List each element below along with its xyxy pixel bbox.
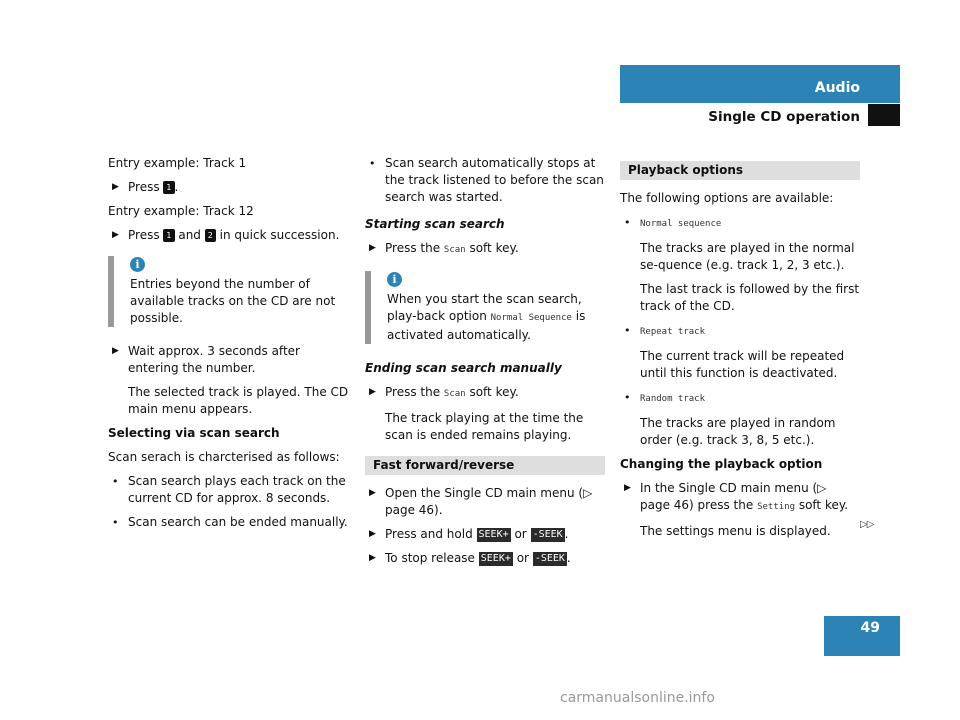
bullet-icon: •: [112, 516, 119, 529]
seek-forward-icon: SEEK+: [478, 551, 513, 566]
page-number: 49: [860, 620, 880, 636]
option-description: The last track is followed by the first …: [640, 282, 860, 313]
step-arrow-icon: ▶: [369, 553, 376, 563]
key-2-icon: 2: [204, 229, 216, 242]
options-intro: The following options are available:: [620, 191, 834, 205]
entry-example-2: Entry example: Track 12: [108, 204, 254, 218]
heading-scan: Selecting via scan search: [108, 426, 280, 440]
step-arrow-icon: ▶: [624, 483, 631, 493]
heading-change-option: Changing the playback option: [620, 457, 823, 471]
entry-example-1: Entry example: Track 1: [108, 156, 247, 170]
column-2: • Scan search automatically stops at the…: [365, 155, 605, 574]
heading-start-scan: Starting scan search: [365, 217, 505, 231]
list-item: • Scan search can be ended manually.: [112, 515, 348, 529]
bullet-icon: •: [624, 324, 631, 337]
header-band: [620, 65, 900, 103]
list-item: • Normal sequence: [620, 214, 860, 233]
list-item: • Scan search plays each track on the cu…: [112, 474, 346, 505]
step-arrow-icon: ▶: [112, 346, 119, 356]
option-random-track: Random track: [640, 394, 706, 404]
continued-icon: ▷▷: [860, 519, 874, 530]
softkey-normal-sequence: Normal Sequence: [490, 313, 572, 323]
watermark: carmanualsonline.info: [560, 690, 715, 706]
note-text: Entries beyond the number of available t…: [130, 277, 336, 325]
seek-back-icon: -SEEK: [532, 551, 567, 566]
column-1: Entry example: Track 1 ▶ Press 1. Entry …: [108, 155, 353, 538]
softkey-scan: Scan: [443, 389, 466, 399]
step-press-12: ▶ Press 1 and 2 in quick succession.: [112, 228, 340, 242]
step-arrow-icon: ▶: [369, 488, 376, 498]
bullet-icon: •: [624, 391, 631, 404]
step-press-scan: ▶ Press the Scan soft key.: [369, 241, 519, 255]
softkey-setting: Setting: [757, 502, 795, 512]
step-arrow-icon: ▶: [369, 387, 376, 397]
info-icon: i: [130, 257, 145, 272]
step-hold-seek: ▶ Press and hold SEEK+ or -SEEK.: [369, 527, 569, 542]
step-arrow-icon: ▶: [369, 243, 376, 253]
column-3: Playback options The following options a…: [620, 155, 860, 547]
step-arrow-icon: ▶: [112, 230, 119, 240]
option-repeat-track: Repeat track: [640, 327, 706, 337]
heading-end-scan: Ending scan search manually: [365, 361, 562, 375]
step-release-seek: ▶ To stop release SEEK+ or -SEEK.: [369, 551, 571, 566]
step-result: The track playing at the time the scan i…: [385, 411, 584, 442]
bullet-icon: •: [624, 216, 631, 229]
option-description: The current track will be repeated until…: [640, 349, 845, 380]
step-open-menu: ▶ Open the Single CD main menu (▷ page 4…: [369, 486, 593, 517]
section-bar-fast-forward: Fast forward/reverse: [365, 456, 605, 475]
list-item: • Scan search automatically stops at the…: [369, 156, 604, 204]
key-1-icon: 1: [163, 229, 175, 242]
info-note: i Entries beyond the number of available…: [108, 256, 353, 327]
step-press-setting: ▶ In the Single CD main menu (▷ page 46)…: [624, 481, 849, 512]
bullet-icon: •: [112, 475, 119, 488]
step-press-scan-end: ▶ Press the Scan soft key.: [369, 385, 519, 399]
list-item: • Random track: [620, 389, 860, 408]
seek-back-icon: -SEEK: [530, 527, 565, 542]
page-number-box: [824, 616, 900, 656]
option-description: The tracks are played in the normal se-q…: [640, 241, 855, 272]
option-description: The tracks are played in random order (e…: [640, 416, 836, 447]
section-title: Audio: [814, 80, 860, 96]
section-bar-playback: Playback options: [620, 161, 860, 180]
softkey-scan: Scan: [443, 245, 466, 255]
option-normal-sequence: Normal sequence: [640, 219, 722, 229]
bullet-icon: •: [369, 157, 376, 170]
step-press-1: ▶ Press 1.: [112, 180, 179, 194]
step-result: The selected track is played. The CD mai…: [128, 385, 349, 416]
section-subtitle: Single CD operation: [708, 109, 860, 125]
header-marker: [868, 104, 900, 126]
step-arrow-icon: ▶: [369, 529, 376, 539]
step-result: The settings menu is displayed.: [640, 524, 831, 538]
scan-intro: Scan serach is charcterised as follows:: [108, 450, 340, 464]
step-arrow-icon: ▶: [112, 182, 119, 192]
info-icon: i: [387, 272, 402, 287]
info-note: i When you start the scan search, play-b…: [365, 271, 605, 344]
key-1-icon: 1: [163, 181, 175, 194]
seek-forward-icon: SEEK+: [476, 527, 511, 542]
step-wait: ▶ Wait approx. 3 seconds after entering …: [112, 344, 300, 375]
note-text: When you start the scan search, play-bac…: [387, 292, 586, 342]
list-item: • Repeat track: [620, 322, 860, 341]
